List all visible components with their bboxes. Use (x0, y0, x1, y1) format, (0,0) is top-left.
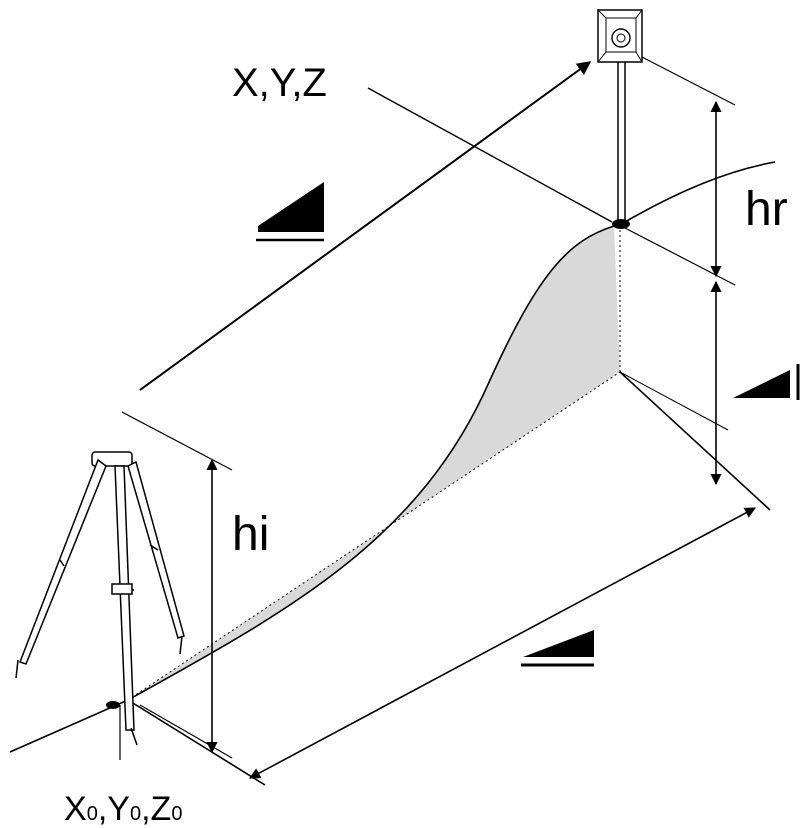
hr-extension-bottom (624, 227, 736, 286)
instrument-height-label: hi (232, 508, 269, 561)
ground-line-left (9, 699, 129, 753)
ground-line-front (127, 699, 266, 786)
height-difference-icon (733, 364, 800, 400)
dh-extension-bottom (619, 371, 729, 431)
tripod (15, 451, 185, 760)
reflector-height-label: hr (745, 183, 788, 236)
terrain-profile (128, 226, 620, 700)
ground-line-right (619, 371, 771, 511)
hi-extension-top (121, 411, 233, 471)
hi-extension-bottom (139, 704, 233, 759)
terrain-continuation (624, 161, 776, 223)
target-point-label: X,Y,Z (232, 61, 327, 105)
station-coordinates-label: X0,Y0,Z0 (64, 790, 182, 828)
target-leader-line (367, 87, 613, 223)
reflector-prism (597, 9, 643, 229)
slope-distance-line (139, 61, 592, 391)
terrain-curve (127, 225, 615, 701)
horizontal-distance-icon (521, 630, 594, 667)
station-point (106, 701, 120, 709)
hr-extension-top (639, 55, 736, 106)
slope-distance-icon (256, 182, 324, 242)
horizontal-distance-line (249, 507, 756, 779)
